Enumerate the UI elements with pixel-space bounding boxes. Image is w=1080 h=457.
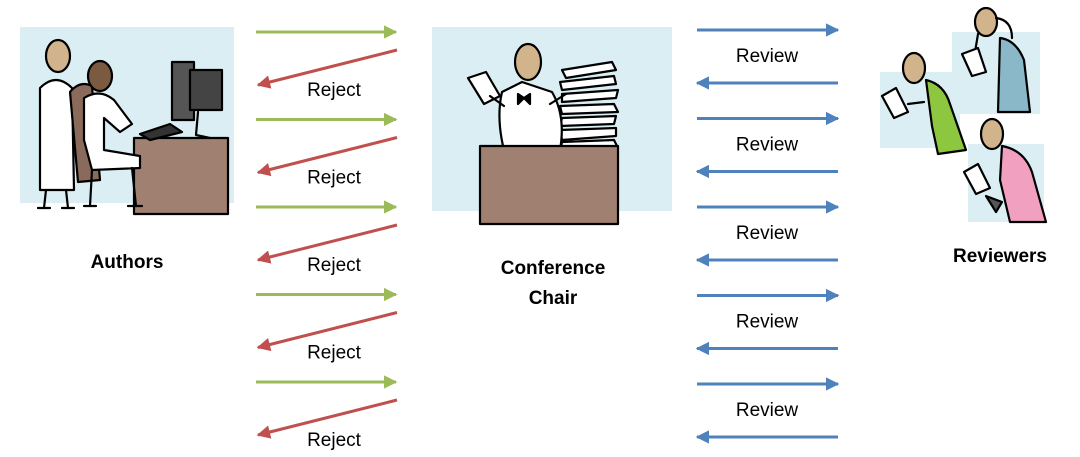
reject-arrow bbox=[256, 223, 398, 264]
reject-label: Reject bbox=[307, 430, 362, 451]
chair-person-figure bbox=[466, 42, 568, 152]
review-label: Review bbox=[736, 46, 799, 67]
blue-reviewer-figure bbox=[960, 6, 1032, 114]
reject-label: Reject bbox=[307, 255, 362, 276]
review-label: Review bbox=[736, 400, 799, 421]
reject-label: Reject bbox=[307, 80, 362, 101]
conference-chair-label-line2: Chair bbox=[529, 288, 578, 309]
pink-reviewer-figure bbox=[962, 117, 1048, 224]
review-label: Review bbox=[736, 135, 799, 156]
conference-chair-label-line1: Conference bbox=[501, 258, 606, 279]
chair-desk bbox=[478, 144, 620, 226]
reject-arrow bbox=[256, 398, 398, 439]
review-label: Review bbox=[736, 223, 799, 244]
reject-label: Reject bbox=[307, 343, 362, 364]
reviewers-label: Reviewers bbox=[953, 246, 1047, 267]
review-label: Review bbox=[736, 312, 799, 333]
green-reviewer-figure bbox=[880, 51, 968, 156]
seated-author-figure bbox=[68, 59, 144, 208]
reviewers-illustration bbox=[880, 6, 1048, 224]
authors-illustration bbox=[20, 27, 234, 216]
authors-label: Authors bbox=[91, 252, 164, 273]
reject-label: Reject bbox=[307, 168, 362, 189]
conference-chair-illustration bbox=[432, 27, 672, 226]
reject-arrow bbox=[256, 311, 398, 352]
standing-author-figure bbox=[36, 38, 76, 210]
reject-arrow bbox=[256, 48, 398, 89]
authors-desk bbox=[132, 136, 230, 216]
reject-arrow bbox=[256, 136, 398, 177]
